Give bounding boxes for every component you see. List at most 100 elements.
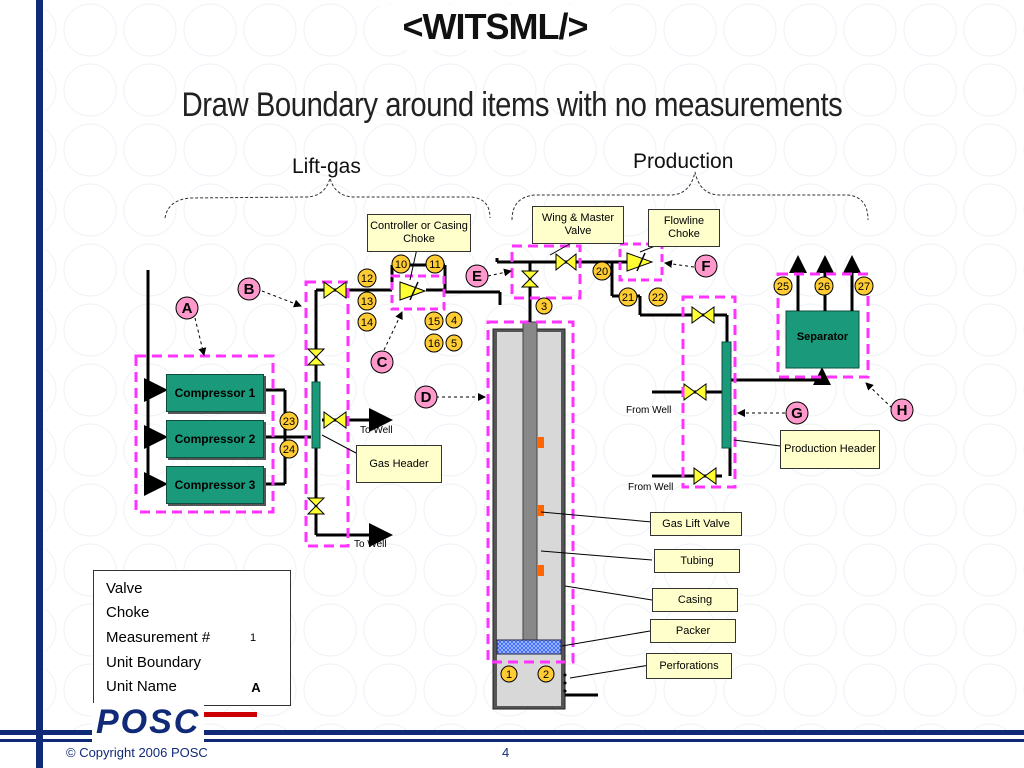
choke-c xyxy=(399,281,427,301)
measurement-25: 25 xyxy=(773,276,793,296)
measurement-16: 16 xyxy=(424,333,444,353)
witsml-logo: <WITSML/> xyxy=(380,4,610,50)
valve-b3 xyxy=(323,411,347,429)
unit-name-markers: A B C D E F G H xyxy=(175,254,914,425)
measurement-22: 22 xyxy=(648,287,668,307)
unit-name-a: A xyxy=(175,296,199,320)
compressor-1: Compressor 1 xyxy=(166,374,264,412)
svg-text:21: 21 xyxy=(622,292,634,304)
measurement-markers: 1 2 3 4 5 10 11 12 13 14 15 16 20 21 22 … xyxy=(279,254,874,683)
unit-name-e: E xyxy=(465,264,489,288)
svg-text:12: 12 xyxy=(361,273,373,285)
to-well-label-2: To Well xyxy=(354,539,387,550)
left-rule xyxy=(36,0,43,768)
gas-lift-valve-1 xyxy=(537,437,544,448)
compressor-3: Compressor 3 xyxy=(166,466,264,504)
flowline-choke xyxy=(626,252,654,272)
measurement-14: 14 xyxy=(357,312,377,332)
wing-valve xyxy=(555,252,577,272)
svg-text:14: 14 xyxy=(361,317,373,329)
measurement-4: 4 xyxy=(445,311,463,329)
packer xyxy=(496,639,562,655)
svg-text:16: 16 xyxy=(428,338,440,350)
legend: Valve Choke Measurement # Unit Boundary … xyxy=(93,570,291,706)
gas-lift-valve-3 xyxy=(537,565,544,576)
from-well-label-2: From Well xyxy=(628,482,674,493)
packer-label: Packer xyxy=(650,619,736,643)
valve-g1 xyxy=(691,306,715,324)
svg-text:C: C xyxy=(377,354,388,371)
gas-header-pipe xyxy=(311,381,321,449)
measurement-10: 10 xyxy=(391,254,411,274)
svg-text:23: 23 xyxy=(283,416,295,428)
legend-unit-name-example: A xyxy=(251,680,261,695)
slide-title: Draw Boundary around items with no measu… xyxy=(181,86,843,124)
master-valve xyxy=(520,270,540,288)
footer-rule-bottom xyxy=(0,739,1024,742)
unit-name-f: F xyxy=(694,254,718,278)
posc-logo-text: POSC xyxy=(92,703,205,742)
svg-text:2: 2 xyxy=(543,669,549,681)
legend-unit-name-label: Unit Name xyxy=(106,678,177,695)
valve-b4 xyxy=(306,497,326,515)
legend-boundary-label: Unit Boundary xyxy=(106,654,202,671)
svg-text:27: 27 xyxy=(858,281,870,293)
svg-text:1: 1 xyxy=(506,669,512,681)
legend-measurement-label: Measurement # xyxy=(106,629,211,646)
measurement-13: 13 xyxy=(357,291,377,311)
unit-boundary-c xyxy=(390,274,446,311)
production-brace xyxy=(511,171,869,221)
measurement-20: 20 xyxy=(592,261,612,281)
measurement-3: 3 xyxy=(535,297,553,315)
production-label: Production xyxy=(633,150,734,173)
gas-lift-valve-2 xyxy=(537,505,544,516)
svg-text:A: A xyxy=(182,300,193,317)
measurement-24: 24 xyxy=(279,439,299,459)
svg-text:4: 4 xyxy=(451,315,457,327)
to-well-label-1: To Well xyxy=(360,425,393,436)
tubing xyxy=(522,321,538,653)
svg-text:G: G xyxy=(791,405,803,422)
unit-boundary-g xyxy=(681,295,737,489)
lift-gas-label: Lift-gas xyxy=(292,155,361,178)
svg-text:20: 20 xyxy=(596,266,608,278)
measurement-12: 12 xyxy=(357,268,377,288)
unit-boundary-f xyxy=(618,242,664,282)
svg-text:15: 15 xyxy=(428,316,440,328)
svg-text:F: F xyxy=(701,258,710,275)
from-well-label-1: From Well xyxy=(626,405,672,416)
unit-name-b: B xyxy=(237,277,261,301)
production-header-label: Production Header xyxy=(780,430,880,469)
valve-b1 xyxy=(323,281,347,299)
svg-text:11: 11 xyxy=(429,259,440,271)
separator-vessel xyxy=(785,310,860,369)
svg-text:22: 22 xyxy=(652,292,664,304)
measurement-11: 11 xyxy=(425,254,445,274)
svg-text:D: D xyxy=(421,389,432,406)
gas-header-label: Gas Header xyxy=(356,445,442,483)
controller-label: Controller or Casing Choke xyxy=(367,214,471,252)
unit-name-g: G xyxy=(785,401,809,425)
svg-text:5: 5 xyxy=(451,338,457,350)
unit-name-c: C xyxy=(370,350,394,374)
compressor-2: Compressor 2 xyxy=(166,420,264,458)
legend-measurement-example: 1 xyxy=(249,632,257,644)
measurement-2: 2 xyxy=(537,665,555,683)
lift-gas-brace xyxy=(164,176,491,219)
unit-boundary-a xyxy=(134,354,275,514)
witsml-logo-text: <WITSML/> xyxy=(402,6,588,47)
legend-choke-label: Choke xyxy=(106,604,150,621)
svg-text:26: 26 xyxy=(818,281,830,293)
production-header-pipe xyxy=(721,341,732,449)
separator-label: Separator xyxy=(796,331,849,343)
svg-text:H: H xyxy=(897,402,908,419)
measurement-1: 1 xyxy=(500,665,518,683)
pointer-arrows xyxy=(194,259,893,417)
wing-master-label: Wing & Master Valve xyxy=(532,206,624,244)
measurement-27: 27 xyxy=(854,276,874,296)
unit-name-h: H xyxy=(890,398,914,422)
svg-text:E: E xyxy=(472,268,482,285)
measurement-23: 23 xyxy=(279,411,299,431)
svg-text:B: B xyxy=(244,281,255,298)
